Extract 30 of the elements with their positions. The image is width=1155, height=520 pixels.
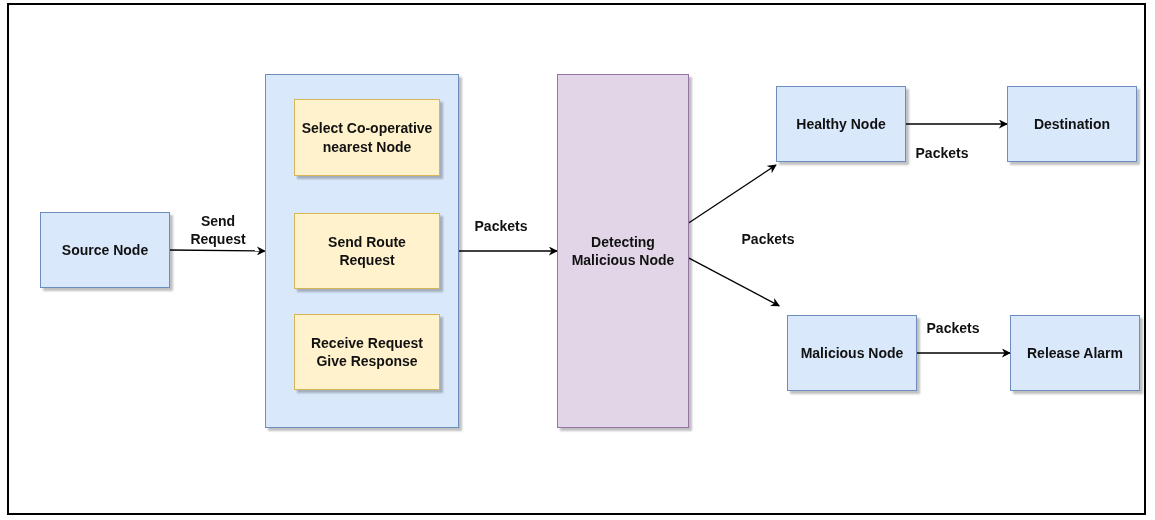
edge-label: Send Request — [189, 211, 247, 249]
edge-label: Packets — [926, 318, 980, 338]
node-label: Release Alarm — [1027, 343, 1123, 363]
arrow — [169, 246, 266, 256]
node-label: Detecting Malicious Node — [570, 232, 676, 270]
arrow — [688, 257, 780, 307]
detection-box — [557, 74, 689, 428]
process-box — [1010, 315, 1140, 391]
group-box — [265, 74, 459, 428]
node-label: Send Route Request — [327, 232, 407, 270]
process-box — [294, 99, 440, 176]
node-label: Select Co-operative nearest Node — [300, 119, 434, 156]
node-label: Destination — [1033, 114, 1111, 134]
text-label: Packets — [741, 229, 795, 249]
node-label: Malicious Node — [800, 343, 904, 363]
arrow — [688, 164, 777, 224]
process-box — [40, 212, 170, 288]
node-label: Source Node — [61, 240, 149, 260]
node-label: Healthy Node — [796, 114, 886, 134]
process-box — [787, 315, 917, 391]
process-box — [776, 86, 906, 162]
arrow — [916, 348, 1011, 358]
node-label: Receive Request Give Response — [309, 333, 425, 371]
process-box — [294, 213, 440, 289]
arrow — [905, 119, 1008, 129]
arrow — [458, 246, 558, 256]
edge-label: Packets — [474, 216, 528, 236]
process-box — [294, 314, 440, 390]
edge-label: Packets — [915, 143, 969, 163]
process-box — [1007, 86, 1137, 162]
